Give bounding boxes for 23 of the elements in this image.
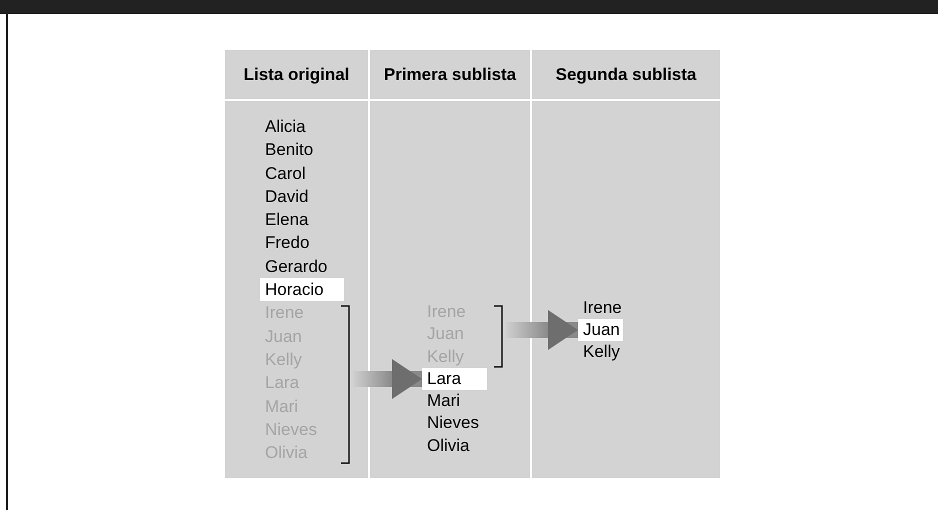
highlighted-name: Lara bbox=[422, 368, 487, 390]
name-text: Nieves bbox=[427, 412, 480, 434]
arrow bbox=[353, 359, 422, 400]
name-text: Benito bbox=[265, 139, 314, 162]
highlighted-name: Horacio bbox=[260, 278, 344, 302]
highlighted-name: Juan bbox=[578, 319, 623, 341]
name-text: Fredo bbox=[265, 232, 310, 254]
column-heading: Primera sublista bbox=[370, 50, 530, 101]
arrow bbox=[506, 310, 578, 350]
name-text: Carol bbox=[265, 162, 307, 185]
name-text: Alicia bbox=[265, 116, 307, 138]
name-text: Olivia bbox=[427, 434, 471, 457]
column-heading: Lista original bbox=[225, 50, 368, 101]
name-text: Mari bbox=[427, 390, 462, 412]
name-text: Kelly bbox=[583, 341, 621, 363]
list-column bbox=[532, 50, 720, 478]
name-text: David bbox=[265, 186, 310, 208]
column-heading: Segunda sublista bbox=[532, 50, 720, 101]
list-column bbox=[225, 50, 368, 478]
name-text: Gerardo bbox=[265, 256, 328, 278]
list-column bbox=[370, 50, 530, 478]
name-text: Irene bbox=[583, 297, 623, 319]
name-text: Elena bbox=[265, 209, 310, 232]
